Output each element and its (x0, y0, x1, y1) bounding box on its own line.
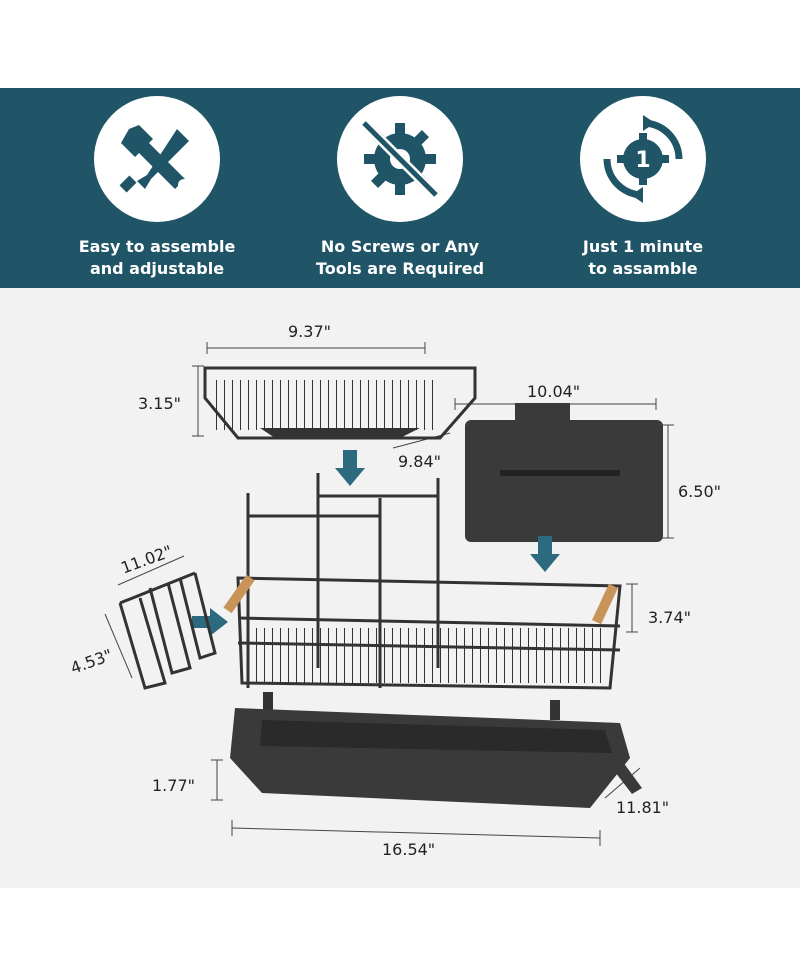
feature-one-minute: 1 Just 1 minute to assamble (528, 96, 758, 280)
feature-easy-assemble: Easy to assemble and adjustable (42, 96, 272, 280)
feature-label-line2: to assamble (588, 259, 698, 278)
dim-tray-depth: 11.81" (616, 798, 670, 817)
side-rack (118, 571, 217, 690)
feature-label-line1: Just 1 minute (582, 237, 704, 256)
one-minute-cycle-icon: 1 (580, 96, 706, 222)
product-diagram: 9.37" 3.15" 9.84" 10.04" 6.50" 11.02" 4.… (0, 288, 800, 888)
feature-label-line2: and adjustable (89, 259, 225, 278)
dish-rack-illustration (104, 342, 674, 846)
utensil-holder (465, 403, 663, 542)
no-gear-icon (337, 96, 463, 222)
dim-tray-length: 16.54" (382, 840, 436, 859)
dim-tray-height: 1.77" (152, 776, 195, 795)
dim-utensil-width: 10.04" (527, 382, 581, 401)
drip-tray (230, 708, 642, 808)
feature-label-line1: No Screws or Any (320, 237, 480, 256)
main-basket (223, 574, 622, 720)
feature-label-line1: Easy to assemble (78, 237, 236, 256)
wrench-screwdriver-icon (94, 96, 220, 222)
badge-number: 1 (635, 148, 650, 173)
dim-utensil-height: 6.50" (678, 482, 721, 501)
dim-basket-height: 3.74" (648, 608, 691, 627)
feature-label-line2: Tools are Required (315, 259, 485, 278)
dim-cup-holder-depth: 9.84" (398, 452, 441, 471)
cup-holder-rack (203, 366, 477, 440)
feature-no-tools: No Screws or Any Tools are Required (285, 96, 515, 280)
dim-cup-holder-width: 9.37" (288, 322, 331, 341)
dim-cup-holder-height: 3.15" (138, 394, 181, 413)
